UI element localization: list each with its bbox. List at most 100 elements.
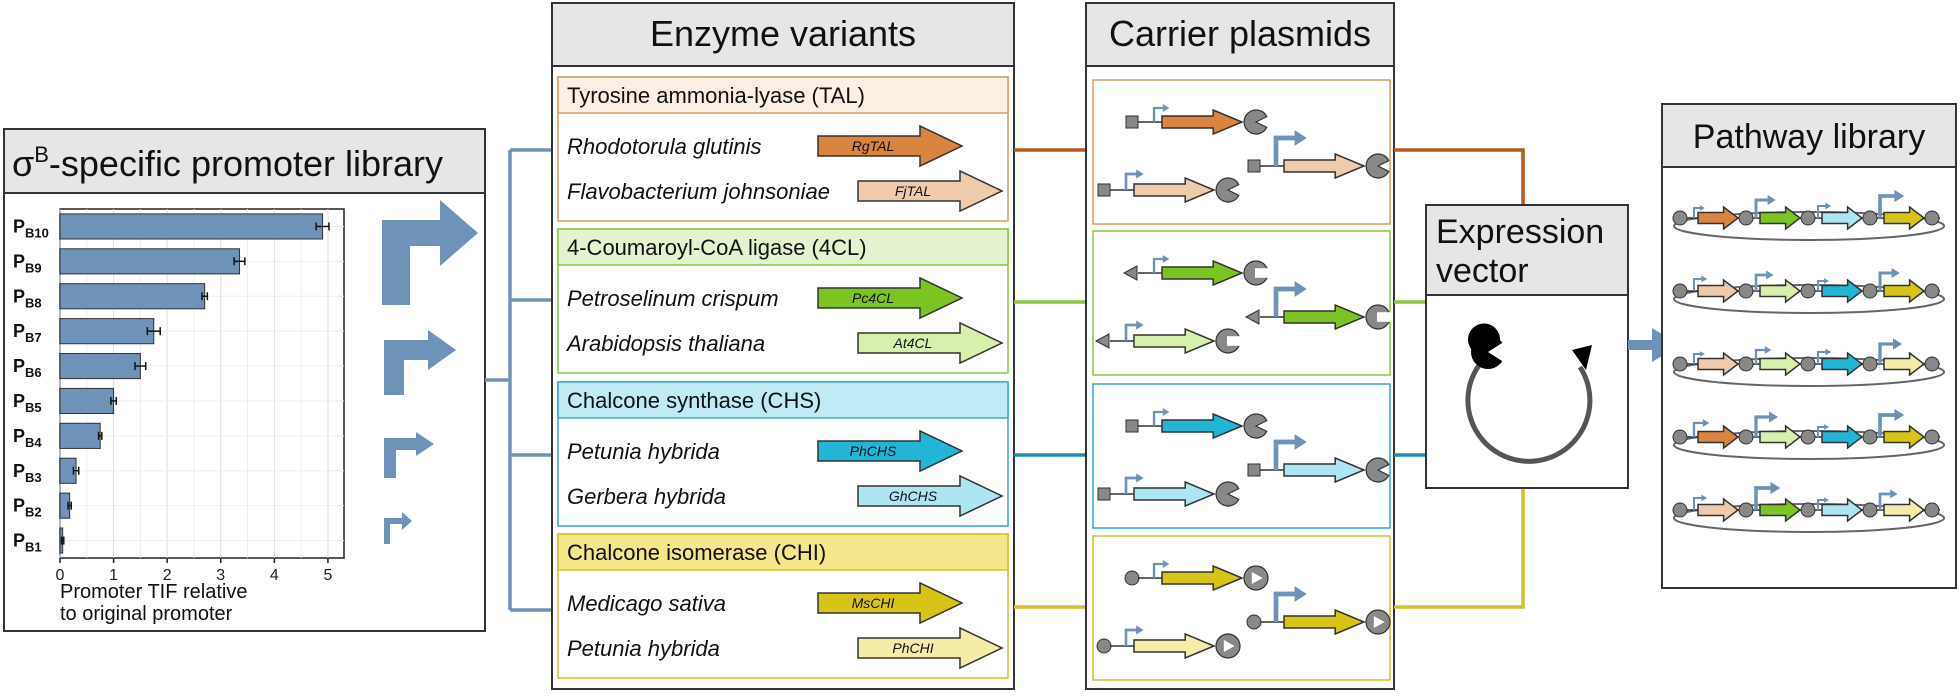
gene-arrow-rgtal: RgTAL xyxy=(817,124,964,168)
promoter-label: PB2 xyxy=(13,496,42,520)
carrier-plasmids-title: Carrier plasmids xyxy=(1109,13,1371,54)
svg-text:GhCHS: GhCHS xyxy=(889,488,938,504)
promoter-library-panel: σB-specific promoter library PB10PB9PB8P… xyxy=(3,128,486,632)
bar-pb7 xyxy=(59,318,155,345)
expression-vector-panel: Expression vector xyxy=(1425,204,1629,489)
promoter-label: PB10 xyxy=(13,216,49,240)
enzyme-variants-panel: Enzyme variants Tyrosine ammonia-lyase (… xyxy=(551,2,1015,690)
plasmid-box-4 xyxy=(1092,535,1391,681)
pathway-library-panel: Pathway library xyxy=(1661,103,1957,589)
pathway-row-2 xyxy=(1672,267,1945,314)
plasmid-construct xyxy=(1125,408,1268,440)
enzyme-group-1: Tyrosine ammonia-lyase (TAL) Rhodotorula … xyxy=(557,76,1009,222)
species-name: Medicago sativa xyxy=(567,591,726,616)
pathway-library-title: Pathway library xyxy=(1693,118,1925,156)
promoter-label: PB3 xyxy=(13,461,42,485)
carrier-plasmids-panel: Carrier plasmids xyxy=(1085,2,1395,690)
gene-arrow-pc4cl: Pc4CL xyxy=(817,276,964,320)
plasmid-construct xyxy=(1097,169,1240,204)
gene-arrow-phchi: PhCHI xyxy=(857,626,1004,670)
promoter-label: PB4 xyxy=(13,426,42,450)
enzyme-plasmid-connectors xyxy=(1014,148,1092,609)
plasmid-construct xyxy=(1124,560,1269,592)
plasmid-construct xyxy=(1125,104,1268,136)
error-bar xyxy=(233,257,246,266)
gene-arrow-ghchs: GhCHS xyxy=(857,474,1004,518)
enzyme-group-header: Chalcone synthase (CHS) xyxy=(567,388,821,413)
enzyme-group-header: Chalcone isomerase (CHI) xyxy=(567,540,826,565)
gene-arrow-at4cl: At4CL xyxy=(857,321,1004,365)
x-tick-label: 5 xyxy=(323,567,332,584)
error-bar xyxy=(315,222,330,231)
svg-text:MsCHI: MsCHI xyxy=(852,595,895,611)
species-name: Arabidopsis thaliana xyxy=(565,331,765,356)
expression-vector-title-line2: vector xyxy=(1436,252,1529,290)
bar-series xyxy=(59,213,330,554)
plasmid-construct xyxy=(1247,130,1390,180)
plasmid-vector-connectors xyxy=(1394,148,1525,609)
plasmid-construct xyxy=(1094,320,1241,355)
circular-vector-icon xyxy=(1465,323,1593,464)
enzyme-groups: Tyrosine ammonia-lyase (TAL) Rhodotorula … xyxy=(557,76,1009,679)
enzyme-group-4: Chalcone isomerase (CHI) Medicago sativa M… xyxy=(557,533,1009,679)
bar-pb4 xyxy=(59,422,101,449)
error-bar xyxy=(97,431,103,440)
enzyme-group-header: Tyrosine ammonia-lyase (TAL) xyxy=(567,83,865,108)
pathway-rows xyxy=(1672,189,1945,533)
promoter-arrow-medium-icon xyxy=(384,330,456,395)
x-tick-label: 3 xyxy=(216,567,225,584)
promoter-arrow-large-icon xyxy=(382,200,478,305)
plasmid-construct xyxy=(1122,255,1269,287)
x-axis-label-line1: Promoter TIF relative xyxy=(60,581,247,603)
plasmid-construct xyxy=(1096,625,1241,660)
svg-text:At4CL: At4CL xyxy=(893,335,933,351)
promoter-label: PB7 xyxy=(13,321,42,345)
svg-text:RgTAL: RgTAL xyxy=(852,138,895,154)
svg-text:PhCHI: PhCHI xyxy=(892,640,933,656)
error-bar xyxy=(67,501,73,510)
enzyme-group-2: 4-Coumaroyl-CoA ligase (4CL)Petroselinum… xyxy=(557,228,1009,374)
x-axis-label-line2: to original promoter xyxy=(60,603,233,625)
plasmid-box-2 xyxy=(1092,230,1391,376)
enzyme-variants-title: Enzyme variants xyxy=(650,13,916,54)
promoter-label: PB6 xyxy=(13,356,42,380)
plasmid-box-3 xyxy=(1092,383,1391,529)
promoter-arrow-small-icon xyxy=(384,432,434,478)
error-bar xyxy=(60,536,65,545)
promoter-label: PB5 xyxy=(13,391,42,415)
plasmid-boxes xyxy=(1092,79,1391,681)
error-bar xyxy=(72,466,80,475)
species-name: Petunia hybrida xyxy=(567,439,720,464)
x-tick-label: 4 xyxy=(270,567,279,584)
promoter-bracket-connector xyxy=(485,148,552,612)
expression-vector-title-line1: Expression xyxy=(1436,213,1604,251)
species-name: Petunia hybrida xyxy=(567,636,720,661)
error-bar xyxy=(110,396,118,405)
plasmid-construct xyxy=(1244,281,1391,331)
svg-text:PhCHS: PhCHS xyxy=(850,443,897,459)
bar-pb10 xyxy=(59,213,324,240)
svg-text:FjTAL: FjTAL xyxy=(895,183,931,199)
promoter-label: PB1 xyxy=(13,531,42,555)
gene-arrow-fjtal: FjTAL xyxy=(857,169,1004,213)
svg-text:Pc4CL: Pc4CL xyxy=(852,290,894,306)
species-name: Rhodotorula glutinis xyxy=(567,134,761,159)
plasmid-construct xyxy=(1246,586,1391,636)
enzyme-group-header: 4-Coumaroyl-CoA ligase (4CL) xyxy=(567,235,867,260)
bar-pb6 xyxy=(59,352,141,380)
plasmid-box-1 xyxy=(1092,79,1391,225)
pathway-row-4 xyxy=(1672,408,1945,460)
promoter-label: PB9 xyxy=(13,251,42,275)
x-tick-label: 2 xyxy=(163,567,172,584)
plasmid-construct xyxy=(1247,434,1390,484)
bar-pb8 xyxy=(59,283,206,310)
error-bar xyxy=(146,327,161,336)
promoter-library-title: σB-specific promoter library xyxy=(12,142,443,184)
bar-pb9 xyxy=(59,248,241,275)
error-bar xyxy=(134,362,147,371)
bar-pb5 xyxy=(59,387,115,415)
